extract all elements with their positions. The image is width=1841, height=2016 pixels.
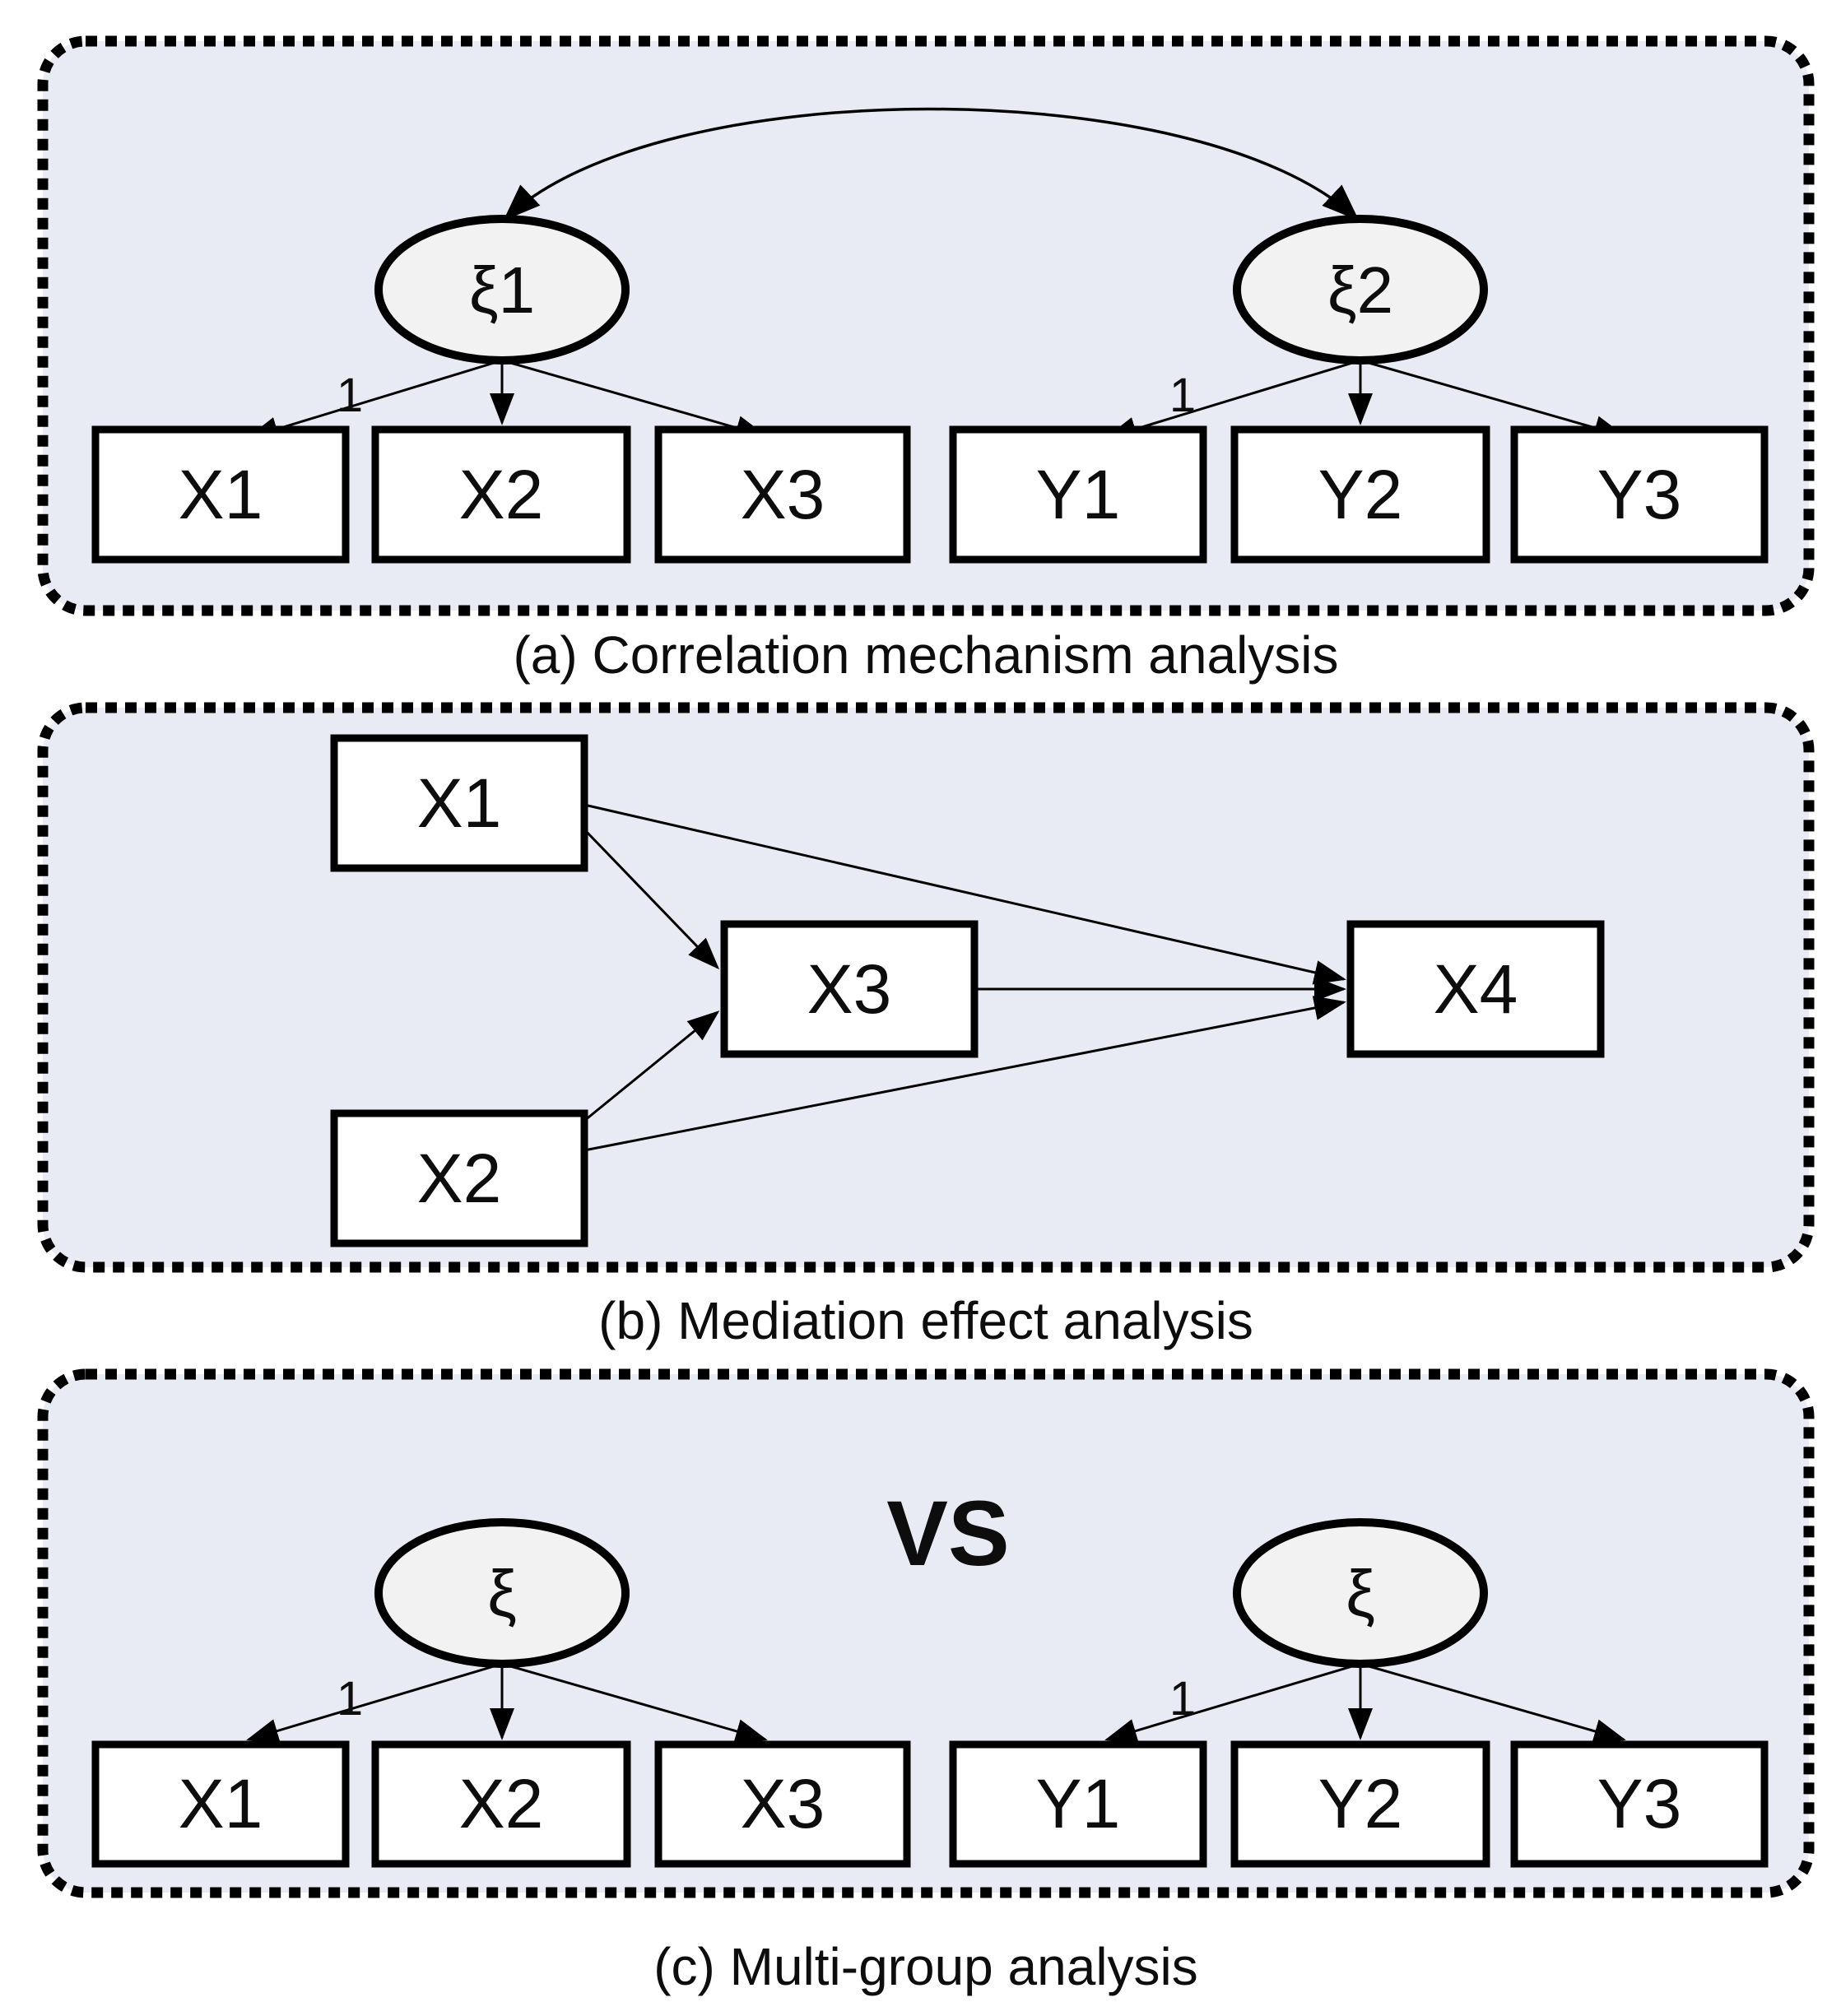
- box-c-y2: [1230, 1740, 1490, 1868]
- covariance-arrow-right-half: [929, 107, 1360, 221]
- arrow-xi2-to-y1: [1104, 359, 1361, 441]
- box-a-y3: [1510, 425, 1769, 564]
- box-c-y3: [1510, 1740, 1769, 1868]
- box-a-y2-label: Y2: [1318, 456, 1403, 533]
- arrow-x2-to-x4: [583, 996, 1346, 1152]
- box-b-x4-label: X4: [1434, 950, 1518, 1028]
- arrow-x1-to-x4: [583, 803, 1346, 985]
- arrow-xi1-to-x1: [246, 359, 503, 441]
- loading-label-xi-right: 1: [1169, 1672, 1196, 1726]
- box-c-x1: [91, 1740, 350, 1868]
- panel-c: VS ξ ξ 1 1 X1 X2 X3 Y1 Y2 Y3 (c) Multi-g…: [37, 1368, 1815, 1996]
- box-a-y1: [949, 425, 1207, 564]
- box-a-x3: [654, 425, 911, 564]
- box-a-y1-label: Y1: [1036, 456, 1121, 533]
- box-c-y1: [949, 1740, 1207, 1868]
- box-a-x3-label: X3: [741, 456, 825, 533]
- arrow-xi-left-to-x1: [246, 1662, 503, 1744]
- box-a-x2-label: X2: [459, 456, 544, 533]
- panel-b: X1 X2 X3 X4 (b) Mediation effect analysi…: [37, 702, 1815, 1350]
- latent-xi-left-ellipse: [374, 1518, 630, 1668]
- arrow-xi1-to-x3: [501, 359, 768, 440]
- arrow-xi-left-to-x3: [501, 1662, 768, 1744]
- loading-label-xi-left: 1: [337, 1672, 363, 1726]
- box-c-y1-label: Y1: [1036, 1765, 1121, 1842]
- box-b-x3: [720, 920, 979, 1058]
- box-c-x3-label: X3: [741, 1765, 825, 1842]
- vs-label: VS: [886, 1482, 1009, 1585]
- panel-a: ξ1 ξ2 1 1 X1 X2 X3 Y1 Y2 Y3 (a) Correlat…: [37, 35, 1815, 685]
- arrow-xi-right-to-y3: [1360, 1662, 1626, 1744]
- box-a-x1: [91, 425, 350, 564]
- latent-xi-right-ellipse: [1233, 1518, 1488, 1668]
- latent-xi-left-label: ξ: [487, 1557, 517, 1630]
- loading-label-xi2: 1: [1169, 369, 1196, 422]
- box-a-y3-label: Y3: [1597, 456, 1682, 533]
- latent-xi-right-label: ξ: [1346, 1557, 1375, 1630]
- caption-panel-c: (c) Multi-group analysis: [653, 1937, 1198, 1996]
- box-c-x1-label: X1: [179, 1765, 263, 1842]
- latent-xi2-ellipse: [1233, 215, 1488, 365]
- box-a-x2: [371, 425, 631, 564]
- latent-xi2-label: ξ2: [1327, 253, 1393, 327]
- box-c-y3-label: Y3: [1597, 1765, 1682, 1842]
- covariance-arrow-left-half: [503, 107, 931, 221]
- caption-panel-b: (b) Mediation effect analysis: [598, 1291, 1253, 1350]
- arrow-xi-right-to-y1: [1104, 1662, 1361, 1744]
- latent-xi1-label: ξ1: [469, 253, 535, 327]
- arrow-x1-to-x3: [583, 828, 720, 970]
- box-c-x2: [371, 1740, 631, 1868]
- box-c-x3: [654, 1740, 911, 1868]
- box-b-x3-label: X3: [807, 950, 892, 1028]
- box-b-x1-label: X1: [417, 764, 502, 842]
- box-a-x1-label: X1: [179, 456, 263, 533]
- box-b-x4: [1346, 920, 1605, 1058]
- box-c-x2-label: X2: [459, 1765, 544, 1842]
- arrow-xi2-to-y3: [1360, 359, 1626, 440]
- loading-label-xi1: 1: [337, 369, 363, 422]
- box-a-y2: [1230, 425, 1490, 564]
- box-b-x2-label: X2: [417, 1140, 502, 1217]
- caption-panel-a: (a) Correlation mechanism analysis: [513, 625, 1338, 685]
- arrow-x2-to-x3: [583, 1010, 720, 1122]
- latent-xi1-ellipse: [374, 215, 630, 365]
- box-b-x1: [330, 734, 588, 872]
- box-c-y2-label: Y2: [1318, 1765, 1403, 1842]
- box-b-x2: [330, 1109, 588, 1247]
